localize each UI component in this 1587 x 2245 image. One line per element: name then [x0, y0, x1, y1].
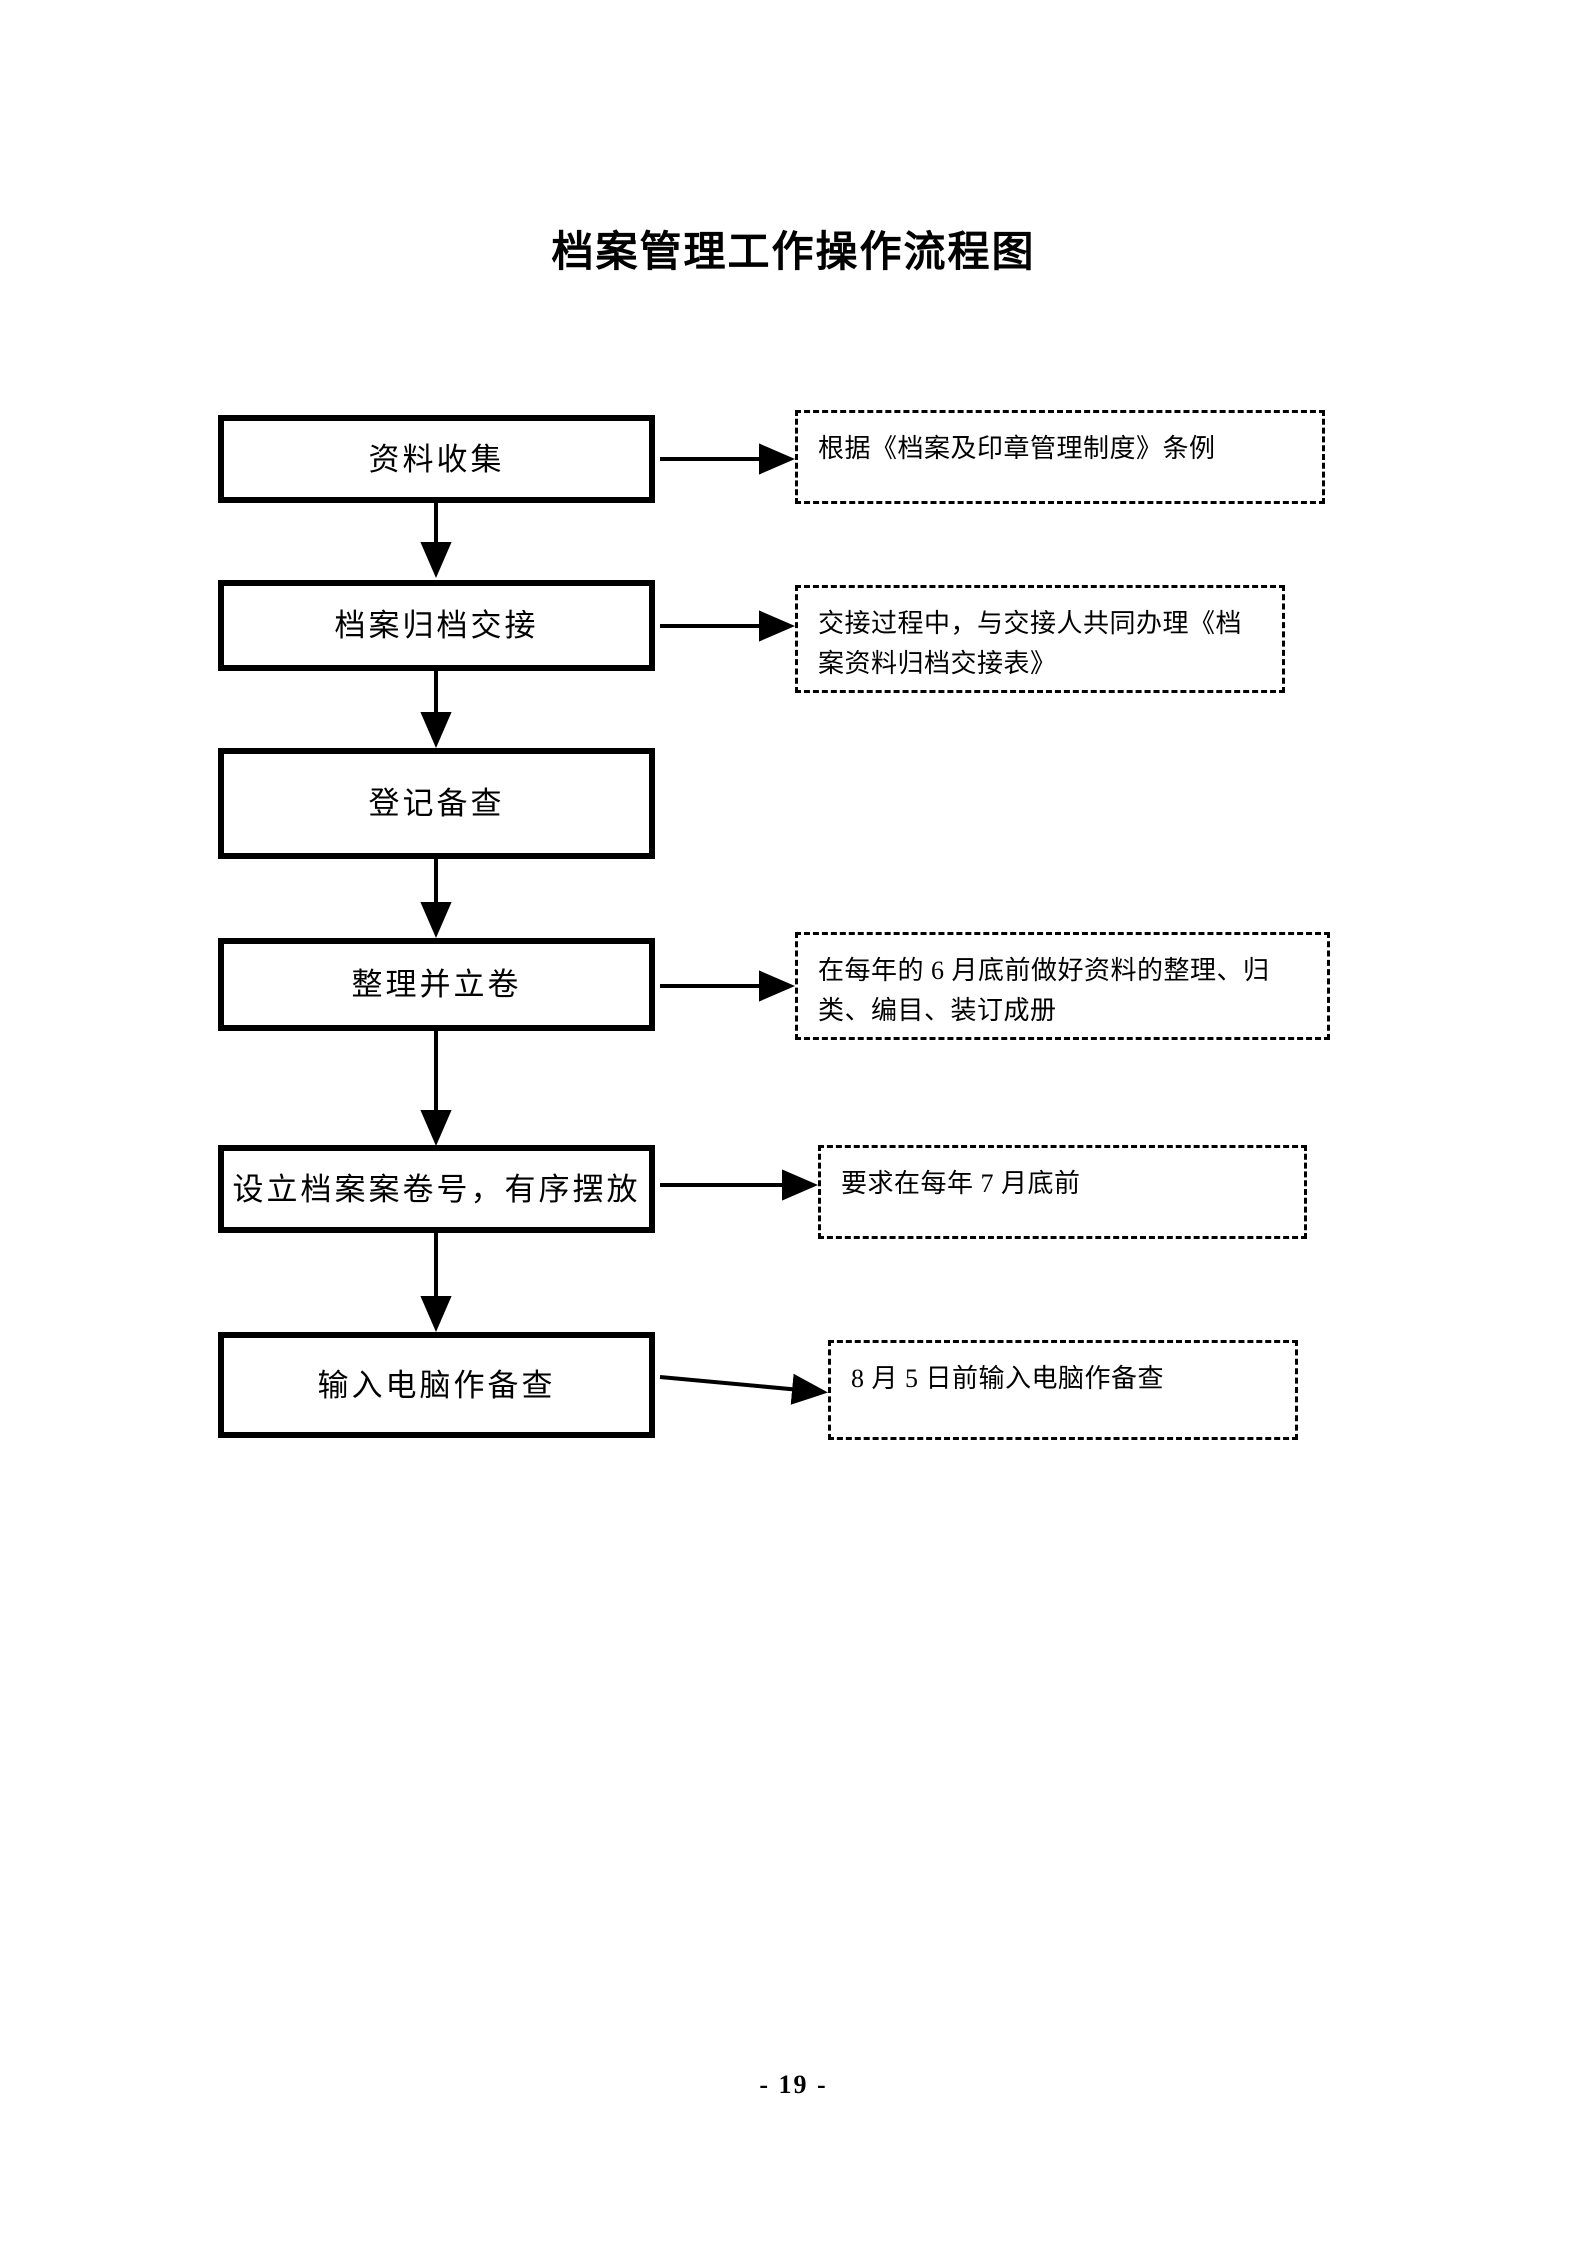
- note-text-5: 要求在每年 7 月底前: [841, 1169, 1081, 1198]
- process-label-2: 档案归档交接: [334, 608, 539, 643]
- process-label-3: 登记备查: [368, 786, 505, 821]
- note-text-4: 在每年的 6 月底前做好资料的整理、归类、编目、装订成册: [818, 956, 1270, 1026]
- note-text-1: 根据《档案及印章管理制度》条例: [818, 434, 1216, 463]
- process-box-4[interactable]: 整理并立卷: [218, 938, 655, 1031]
- note-box-4: 在每年的 6 月底前做好资料的整理、归类、编目、装订成册: [795, 932, 1330, 1040]
- process-label-1: 资料收集: [368, 441, 505, 477]
- process-label-5: 设立档案案卷号，有序摆放: [232, 1171, 641, 1207]
- process-box-3[interactable]: 登记备查: [218, 748, 655, 859]
- note-box-6: 8 月 5 日前输入电脑作备查: [828, 1340, 1298, 1440]
- process-box-6[interactable]: 输入电脑作备查: [218, 1332, 655, 1438]
- process-label-4: 整理并立卷: [351, 967, 522, 1002]
- process-label-6: 输入电脑作备查: [317, 1367, 556, 1403]
- note-box-1: 根据《档案及印章管理制度》条例: [795, 410, 1325, 504]
- process-box-5[interactable]: 设立档案案卷号，有序摆放: [218, 1145, 655, 1233]
- note-arrow-6: [659, 1373, 828, 1405]
- note-box-2: 交接过程中，与交接人共同办理《档案资料归档交接表》: [795, 585, 1285, 693]
- page-title: 档案管理工作操作流程图: [551, 228, 1036, 275]
- process-box-2[interactable]: 档案归档交接: [218, 580, 655, 671]
- note-box-5: 要求在每年 7 月底前: [818, 1145, 1307, 1239]
- page-number-footer: - 19 -: [759, 2070, 828, 2099]
- note-text-2: 交接过程中，与交接人共同办理《档案资料归档交接表》: [818, 609, 1243, 679]
- note-text-6: 8 月 5 日前输入电脑作备查: [851, 1364, 1165, 1393]
- process-box-1[interactable]: 资料收集: [218, 415, 655, 503]
